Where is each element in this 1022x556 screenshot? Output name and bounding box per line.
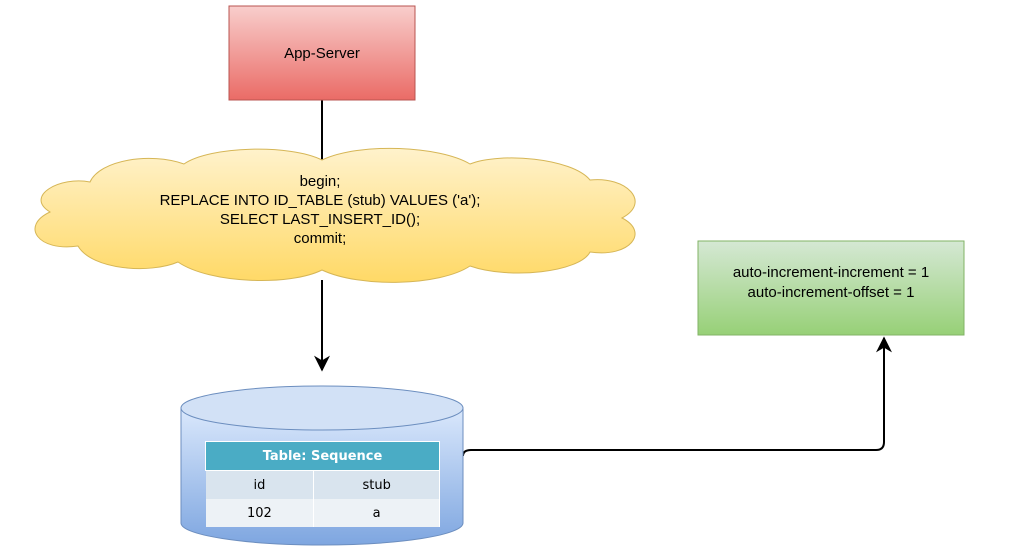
sql-line: REPLACE INTO ID_TABLE (stub) VALUES ('a'… — [159, 192, 481, 209]
sql-line: begin; — [299, 173, 341, 190]
column-header-stub: stub — [313, 470, 440, 499]
sql-line: SELECT LAST_INSERT_ID(); — [219, 211, 421, 228]
sql-cloud-text: begin; REPLACE INTO ID_TABLE (stub) VALU… — [60, 172, 580, 248]
table-cell-id: 102 — [205, 499, 315, 527]
config-line: auto-increment-offset = 1 — [747, 284, 915, 301]
sql-line: commit; — [293, 230, 347, 247]
arrow-database-to-config — [462, 336, 892, 457]
table-header-row: id stub — [205, 470, 440, 499]
config-line: auto-increment-increment = 1 — [732, 264, 930, 281]
sql-cloud-shape — [34, 147, 636, 283]
sequence-table: Table: Sequence id stub 102 a — [205, 441, 440, 527]
table-cell-stub: a — [313, 499, 440, 527]
column-header-id: id — [205, 470, 315, 499]
config-text: auto-increment-increment = 1 auto-increm… — [698, 263, 964, 303]
app-server-box — [228, 5, 416, 101]
database-cylinder-top — [180, 385, 464, 431]
app-server-label: App-Server — [284, 44, 360, 62]
config-box — [697, 240, 965, 336]
table-caption: Table: Sequence — [205, 441, 440, 471]
table-row: 102 a — [205, 499, 440, 527]
